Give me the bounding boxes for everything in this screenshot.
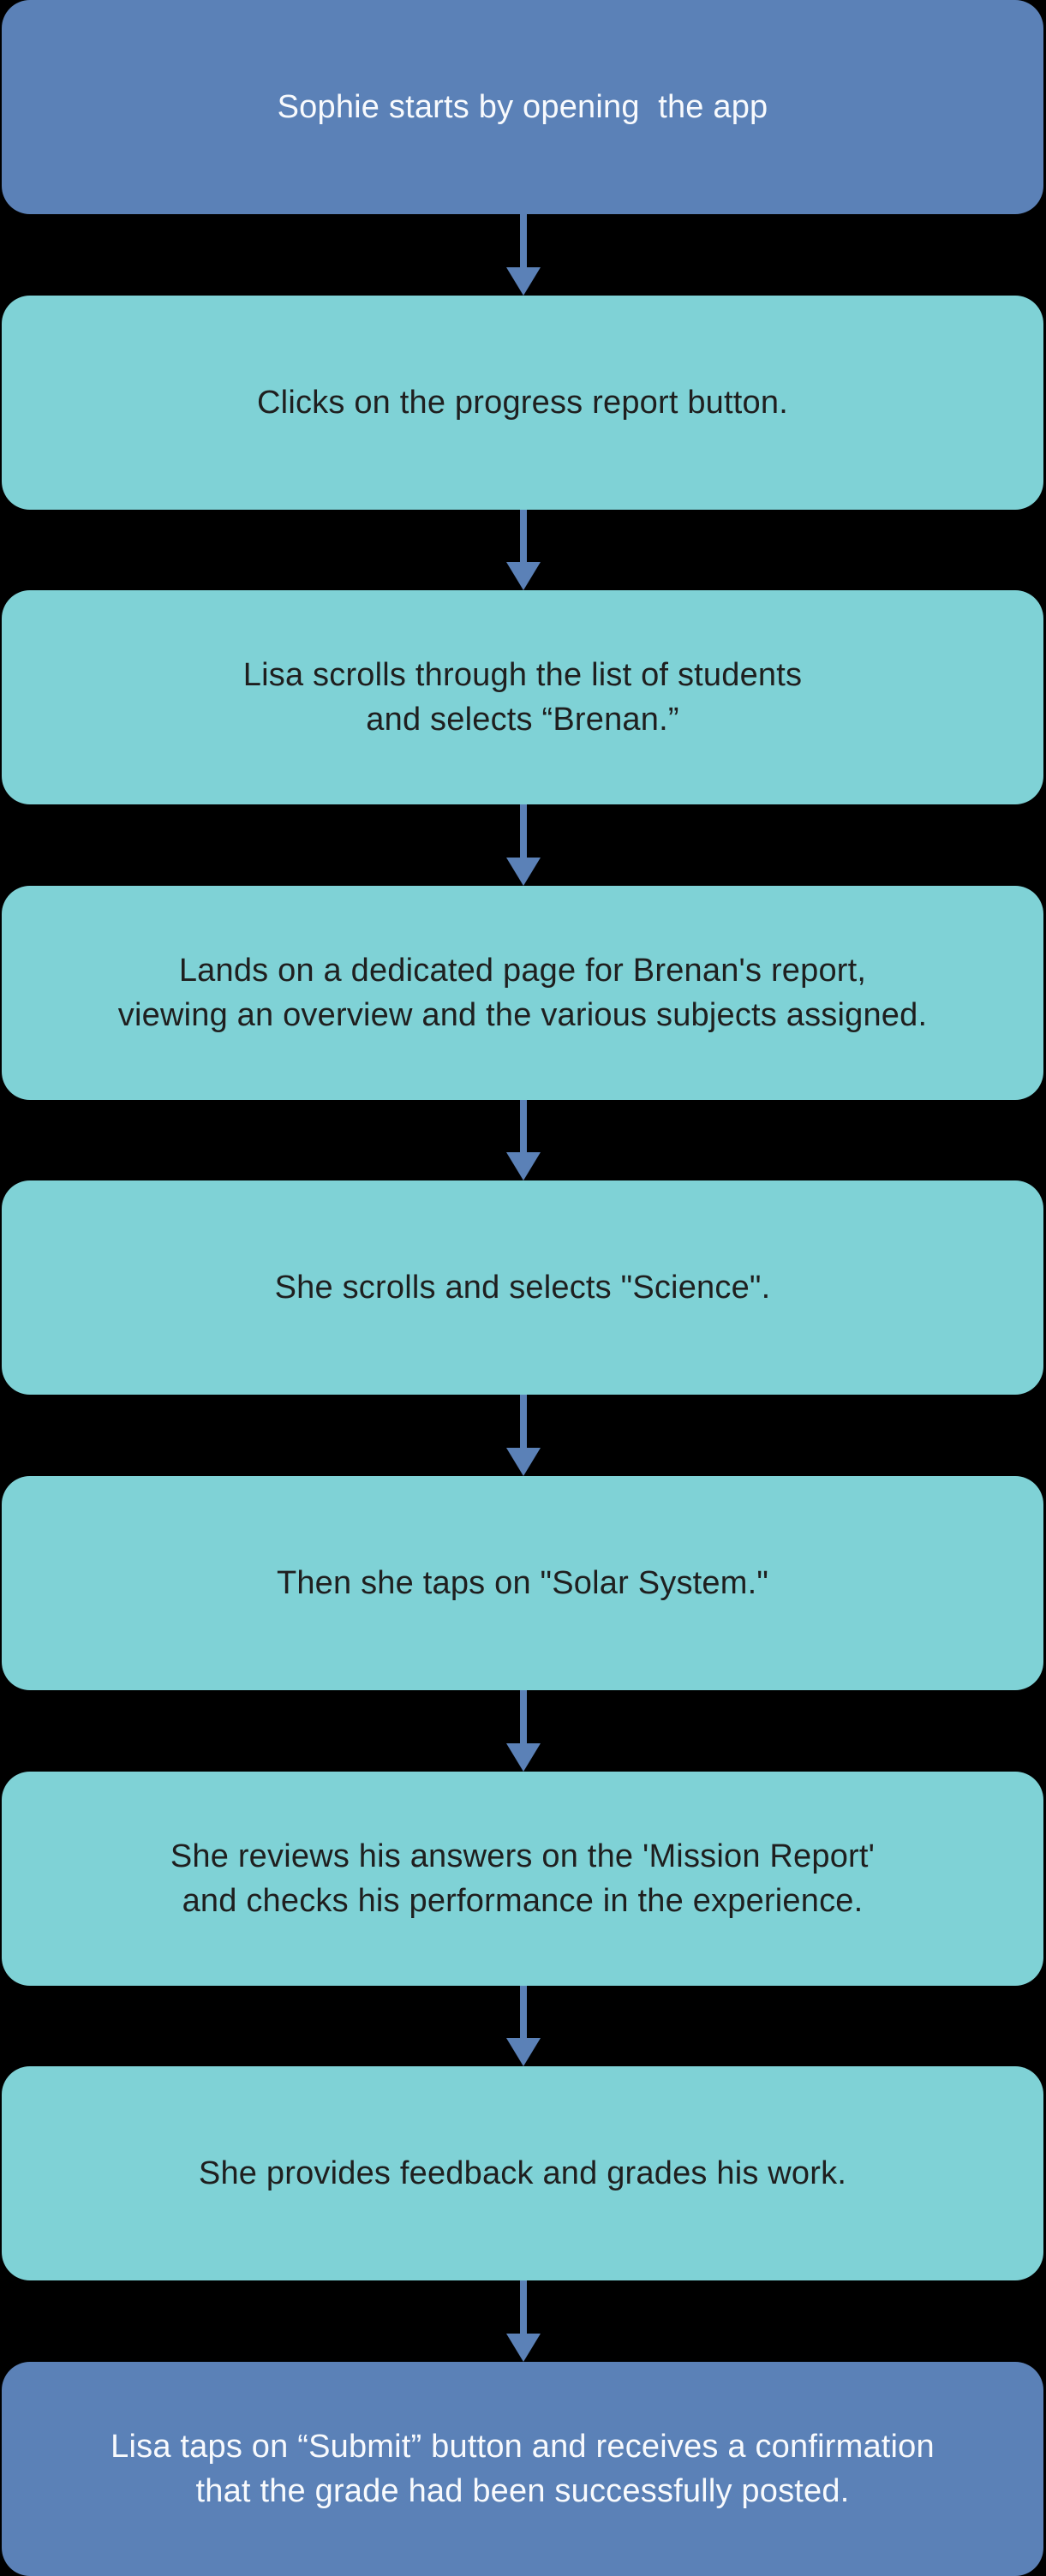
flow-step-box-7: She reviews his answers on the 'Mission … xyxy=(2,1771,1043,1986)
flow-step-box-5: She scrolls and selects "Science". xyxy=(2,1180,1043,1396)
arrow-head-icon xyxy=(505,2038,541,2067)
arrow-head-icon xyxy=(505,266,541,296)
arrow-shaft xyxy=(519,804,527,858)
flow-step-box-3: Lisa scrolls through the list of student… xyxy=(2,590,1043,805)
flow-step-label: Sophie starts by opening the app xyxy=(277,89,768,125)
flow-step: Then she taps on "Solar System." xyxy=(0,1475,1046,1772)
flow-step: She reviews his answers on the 'Mission … xyxy=(0,1771,1046,2067)
flow-step-box-1: Sophie starts by opening the app xyxy=(2,0,1043,214)
arrow-head-icon xyxy=(505,857,541,886)
arrow-shaft xyxy=(519,509,527,563)
flow-step-label: Clicks on the progress report button. xyxy=(257,384,788,421)
flow-step: Lands on a dedicated page for Brenan's r… xyxy=(0,885,1046,1181)
flow-step-label: She reviews his answers on the 'Mission … xyxy=(170,1838,876,1919)
flow-step: She provides feedback and grades his wor… xyxy=(0,2066,1046,2362)
arrow-shaft xyxy=(519,1985,527,2039)
flow-arrow xyxy=(0,2280,1046,2362)
arrow-head-icon xyxy=(505,1447,541,1476)
arrow-head-icon xyxy=(505,1152,541,1181)
flow-step-box-4: Lands on a dedicated page for Brenan's r… xyxy=(2,885,1043,1100)
flow-step-label: Then she taps on "Solar System." xyxy=(276,1564,769,1601)
flow-arrow xyxy=(0,509,1046,591)
flow-step-label: She provides feedback and grades his wor… xyxy=(198,2155,847,2192)
flow-step: Lisa taps on “Submit” button and receive… xyxy=(0,2361,1046,2576)
flow-step: She scrolls and selects "Science". xyxy=(0,1180,1046,1476)
arrow-shaft xyxy=(519,1395,527,1448)
flow-step: Sophie starts by opening the app xyxy=(0,0,1046,296)
flow-step: Clicks on the progress report button. xyxy=(0,295,1046,591)
flow-arrow xyxy=(0,804,1046,886)
arrow-head-icon xyxy=(505,1742,541,1772)
flow-step-box-9: Lisa taps on “Submit” button and receive… xyxy=(2,2361,1043,2576)
flow-step-label: She scrolls and selects "Science". xyxy=(274,1270,771,1306)
arrow-head-icon xyxy=(505,2333,541,2362)
flow-arrow xyxy=(0,1395,1046,1476)
flow-arrow xyxy=(0,214,1046,296)
flow-step-label: Lisa scrolls through the list of student… xyxy=(242,657,803,738)
arrow-shaft xyxy=(519,1099,527,1153)
arrow-shaft xyxy=(519,1689,527,1743)
flow-step-box-6: Then she taps on "Solar System." xyxy=(2,1475,1043,1690)
flow-step-box-8: She provides feedback and grades his wor… xyxy=(2,2066,1043,2281)
arrow-shaft xyxy=(519,214,527,267)
flow-arrow xyxy=(0,1689,1046,1772)
flow-step-box-2: Clicks on the progress report button. xyxy=(2,295,1043,510)
arrow-shaft xyxy=(519,2280,527,2334)
flow-arrow xyxy=(0,1099,1046,1181)
flow-step-label: Lands on a dedicated page for Brenan's r… xyxy=(117,952,928,1033)
flow-arrow xyxy=(0,1985,1046,2067)
arrow-head-icon xyxy=(505,562,541,591)
flow-step-label: Lisa taps on “Submit” button and receive… xyxy=(111,2428,935,2509)
flow-step: Lisa scrolls through the list of student… xyxy=(0,590,1046,886)
